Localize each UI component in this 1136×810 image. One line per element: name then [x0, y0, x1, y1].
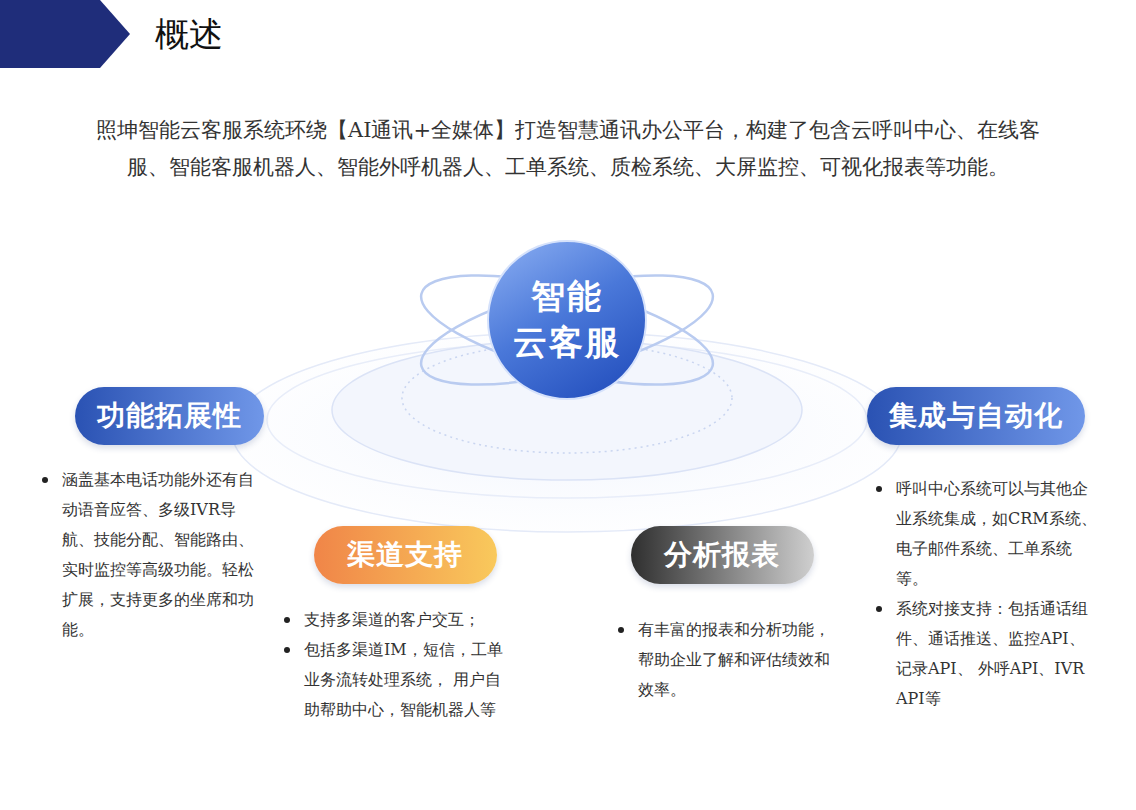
circle-shape: [488, 241, 646, 399]
page-title: 概述: [155, 12, 223, 58]
header-band: [0, 0, 130, 68]
bullet-text: 系统对接支持：包括通话组件、通话推送、监控API、记录API、 外呼API、IV…: [872, 594, 1100, 714]
circle-title: 智能 云客服: [513, 274, 622, 366]
circle-outline: [487, 240, 647, 400]
bullet-dot: [876, 606, 882, 612]
pill-body: 支持多渠道的客户交互；包括多渠道IM，短信，工单业务流转处理系统， 用户自助帮助…: [280, 605, 505, 725]
bullet-text: 呼叫中心系统可以与其他企业系统集成，如CRM系统、电子邮件系统、工单系统等。: [872, 474, 1100, 594]
pill-heading: 集成与自动化: [889, 397, 1063, 435]
feature-pill: 渠道支持支持多渠道的客户交互；包括多渠道IM，短信，工单业务流转处理系统， 用户…: [314, 526, 497, 584]
bullet-dot: [618, 627, 624, 633]
bullet-dot: [284, 647, 290, 653]
intro-text: 照坤智能云客服系统环绕【AI通讯+全媒体】打造智慧通讯办公平台，构建了包含云呼叫…: [80, 112, 1056, 186]
feature-pill: 功能拓展性涵盖基本电话功能外还有自动语音应答、多级IVR导航、技能分配、智能路由…: [75, 387, 264, 445]
pill-heading: 渠道支持: [347, 536, 463, 574]
pill-body: 呼叫中心系统可以与其他企业系统集成，如CRM系统、电子邮件系统、工单系统等。系统…: [872, 474, 1100, 714]
center-circle: 智能 云客服: [487, 240, 647, 400]
pill-heading: 功能拓展性: [97, 397, 242, 435]
bullet-text: 涵盖基本电话功能外还有自动语音应答、多级IVR导航、技能分配、智能路由、实时监控…: [38, 465, 260, 645]
bullet-text: 有丰富的报表和分析功能，帮助企业了解和评估绩效和效率。: [614, 615, 834, 705]
feature-pill: 分析报表有丰富的报表和分析功能，帮助企业了解和评估绩效和效率。: [631, 526, 814, 584]
bullet-dot: [42, 477, 48, 483]
pill-body: 涵盖基本电话功能外还有自动语音应答、多级IVR导航、技能分配、智能路由、实时监控…: [38, 465, 260, 645]
bullet-dot: [284, 617, 290, 623]
bullet-text: 支持多渠道的客户交互；: [280, 605, 505, 635]
bullet-dot: [876, 486, 882, 492]
pill-body: 有丰富的报表和分析功能，帮助企业了解和评估绩效和效率。: [614, 615, 834, 705]
feature-pill: 集成与自动化呼叫中心系统可以与其他企业系统集成，如CRM系统、电子邮件系统、工单…: [867, 387, 1085, 445]
bullet-text: 包括多渠道IM，短信，工单业务流转处理系统， 用户自助帮助中心，智能机器人等: [280, 635, 505, 725]
pill-heading: 分析报表: [664, 536, 780, 574]
